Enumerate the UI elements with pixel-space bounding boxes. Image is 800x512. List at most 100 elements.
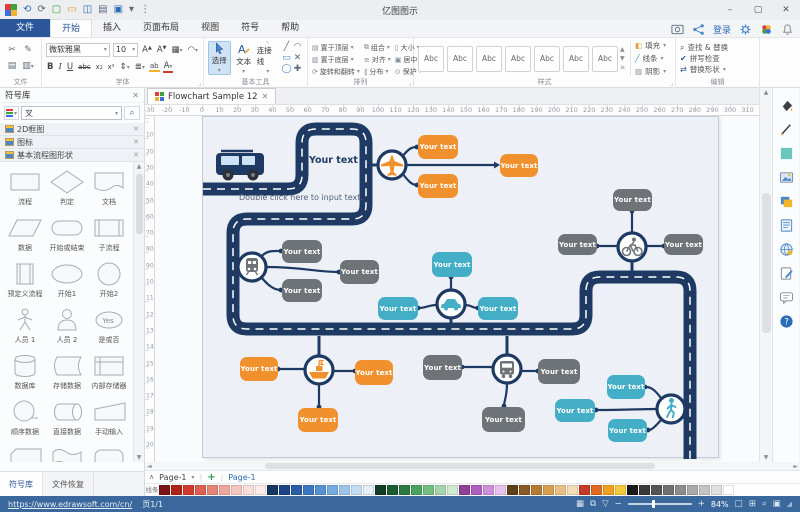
shape-seq[interactable]: 顺序数据 [4,396,46,442]
style-preset-6[interactable]: Abc [563,45,589,72]
active-page-link[interactable]: Page-1 [228,472,256,482]
subscript-icon[interactable]: x₂ [95,62,103,71]
color-swatch[interactable] [471,485,482,495]
color-swatch[interactable] [687,485,698,495]
color-swatch[interactable] [555,485,566,495]
your-text-box[interactable]: Your text [418,135,458,159]
paste-icon[interactable]: ▤ [7,60,17,71]
font-name-select[interactable]: 微软雅黑▾ [46,42,110,57]
color-swatch[interactable] [363,485,374,495]
color-swatch[interactable] [495,485,506,495]
arrange-置于底层[interactable]: ▥置于底层▾ [312,55,354,64]
shape-stadium[interactable]: 开始或结束 [46,212,88,258]
page-edit-icon[interactable] [779,266,794,281]
edit-拼写检查[interactable]: ✔拼写检查 [680,54,720,63]
library-scrollbar[interactable]: ▲▼ [133,162,144,462]
collapse-pages-icon[interactable]: ∧ [149,473,155,481]
color-swatch[interactable] [387,485,398,495]
plane-station[interactable] [376,149,408,181]
style-preset-5[interactable]: Abc [534,45,560,72]
shape-ellipse[interactable]: 开始1 [46,258,88,304]
color-swatch[interactable] [567,485,578,495]
bullet-list-icon[interactable]: ≣▾ [134,61,145,72]
pan-view-icon[interactable]: ⧉ [590,499,597,509]
color-swatch[interactable] [267,485,278,495]
your-text-box[interactable]: Your text [478,297,518,320]
color-swatch[interactable] [531,485,542,495]
color-swatch[interactable] [639,485,650,495]
section-close-icon[interactable]: ✕ [133,151,139,159]
style-dialog-launcher-icon[interactable]: ⌟ [670,80,673,87]
arrange-dialog-launcher-icon[interactable]: ⌟ [408,80,411,87]
van-illustration[interactable] [216,149,264,181]
color-swatch[interactable] [603,485,614,495]
color-swatch[interactable] [435,485,446,495]
shape-direct[interactable]: 直接数据 [46,396,88,442]
color-swatch[interactable] [423,485,434,495]
color-swatch[interactable] [459,485,470,495]
document-tab[interactable]: Flowchart Sample 12 ✕ [147,88,277,104]
shape-rounded[interactable] [88,442,130,462]
maximize-button[interactable]: ▢ [753,5,763,15]
undo-icon[interactable]: ⟲ [23,4,32,15]
shape-diamond[interactable]: 判定 [46,166,88,212]
save-icon[interactable]: ◫ [82,4,93,15]
library-picker-button[interactable]: ▾ [4,106,19,120]
walk-station[interactable] [655,393,687,425]
color-swatch[interactable] [291,485,302,495]
screenshot-icon[interactable] [671,23,684,36]
your-text-box[interactable]: Your text [558,234,597,255]
ship-station[interactable] [303,354,335,386]
arrange-组合[interactable]: ⧉组合▾ [363,43,390,52]
bus-station[interactable] [491,353,523,385]
line-tool-icon[interactable] [779,122,794,137]
shape-circle[interactable]: 开始2 [88,258,130,304]
your-text-box[interactable]: Your text [282,240,322,263]
your-text-box[interactable]: Your text [613,189,652,211]
shape-tape[interactable] [46,442,88,462]
share-icon[interactable] [692,23,705,36]
shape-card[interactable] [4,442,46,462]
italic-icon[interactable]: I [58,61,62,72]
text-align-icon[interactable]: ▦▾ [171,44,183,55]
your-text-box[interactable]: Your text [538,359,580,384]
shape-person[interactable]: 人员 1 [4,304,46,350]
line-shape-icon[interactable]: ╱ [283,42,290,52]
arrange-对齐[interactable]: ≡对齐▾ [363,55,391,64]
edit-查找 & 替换[interactable]: ⌕查找 & 替换 [680,42,729,53]
curved-text-icon[interactable]: ◠▾ [187,44,198,55]
color-swatch[interactable] [711,485,722,495]
rectangle-shape-icon[interactable]: ▭ [282,53,291,63]
color-swatch[interactable] [675,485,686,495]
login-button[interactable]: 登录 [712,25,731,36]
shape-parallelogram[interactable]: 数据 [4,212,46,258]
tab-页面布局[interactable]: 页面布局 [143,23,180,33]
select-tool-button[interactable]: 选择▾ [208,41,231,75]
text-tool-button[interactable]: A 文本▾ [236,42,252,75]
connector-tool-button[interactable]: 连接线▾ [257,41,279,75]
section-close-icon[interactable]: ✕ [133,138,139,146]
promotions-icon[interactable] [760,23,773,36]
help-icon[interactable]: ? [779,314,794,329]
highlight-color-icon[interactable]: ab [148,61,160,72]
color-swatch[interactable] [651,485,662,495]
color-swatch[interactable] [507,485,518,495]
color-swatch[interactable] [219,485,230,495]
color-swatch[interactable] [627,485,638,495]
zoom-in-icon[interactable]: + [697,499,705,509]
style-preset-3[interactable]: Abc [476,45,502,72]
edrawsoft-link[interactable]: https://www.edrawsoft.com/cn/ [8,499,133,509]
paste-special-icon[interactable]: ▥▾ [22,60,34,71]
style-线条[interactable]: ╱线条▾ [635,54,664,63]
page-tab[interactable]: Page-1 [159,472,187,482]
color-swatch[interactable] [315,485,326,495]
underline-icon[interactable]: U [66,61,74,72]
zoom-out-icon[interactable]: − [614,499,622,509]
shrink-font-icon[interactable]: A▼ [156,44,167,55]
shape-predefined[interactable]: 预定义流程 [4,258,46,304]
color-swatch[interactable] [699,485,710,495]
shape-cylinder[interactable]: 数据库 [4,350,46,396]
zoom-level[interactable]: 84% [710,499,729,509]
your-text-box[interactable]: Your text [608,419,647,442]
